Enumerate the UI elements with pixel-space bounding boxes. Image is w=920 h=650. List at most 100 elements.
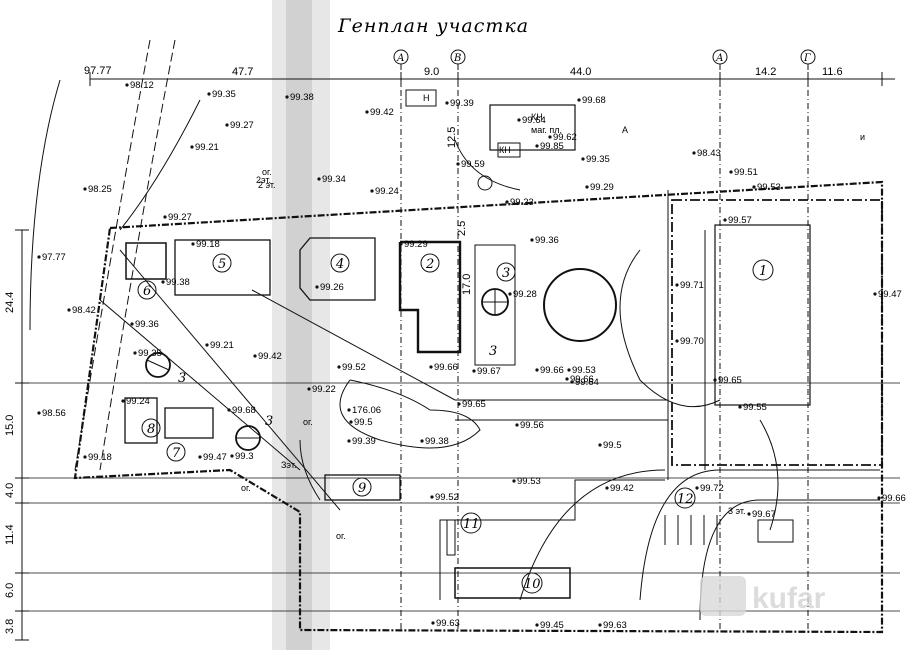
elevation-dot xyxy=(517,118,521,122)
map-label: 2 эт. xyxy=(258,180,276,190)
elevation-dot xyxy=(125,83,129,87)
axis-label-v: В xyxy=(453,53,461,64)
building-number-4: 4 xyxy=(335,257,344,272)
elevation-mark: 99.63 xyxy=(603,620,627,631)
elevation-dot xyxy=(675,339,679,343)
elevation-dot xyxy=(747,512,751,516)
elevation-mark: 99.68 xyxy=(582,95,606,106)
building-10 xyxy=(454,567,571,599)
building-number-circle-8 xyxy=(141,418,161,438)
building-number-5: 5 xyxy=(218,257,226,272)
elevation-mark: 99.51 xyxy=(734,167,758,178)
elevation-dot xyxy=(723,218,727,222)
elevation-dot xyxy=(431,621,435,625)
building-9 xyxy=(324,474,401,501)
building-number-7: 7 xyxy=(172,446,181,461)
elevation-dot xyxy=(37,255,41,259)
elevation-mark: 99.35 xyxy=(212,89,236,100)
building-4 xyxy=(299,237,376,301)
elevation-dot xyxy=(337,365,341,369)
elevation-dot xyxy=(512,479,516,483)
axis-label-a2: А xyxy=(715,53,724,64)
dim-left-6: 3.8 xyxy=(4,619,16,634)
elevation-dot xyxy=(692,151,696,155)
north-marker xyxy=(477,175,493,191)
dim-left-4: 11.4 xyxy=(4,524,16,545)
map-label: 2эт. xyxy=(256,175,271,185)
building-6 xyxy=(125,242,167,280)
top-dimension-line xyxy=(89,72,895,86)
axis-label-g: Г xyxy=(803,53,811,64)
building-number-circle-12 xyxy=(674,487,696,509)
parking-12 xyxy=(664,515,794,545)
elevation-mark: 99.59 xyxy=(461,159,485,170)
elevation-mark: 99.67 xyxy=(477,366,501,377)
elevation-mark: 99.35 xyxy=(586,154,610,165)
map-label: Зэт. xyxy=(281,460,296,470)
building-8 xyxy=(124,397,158,444)
elevation-dot xyxy=(695,486,699,490)
elevation-mark: 99.18 xyxy=(196,239,220,250)
elevation-dot xyxy=(230,454,234,458)
contour-lines xyxy=(299,139,779,531)
elevation-dot xyxy=(420,439,424,443)
elevation-dot xyxy=(581,157,585,161)
elevation-dot xyxy=(577,98,581,102)
plan-title: Генплан участка xyxy=(337,15,529,37)
map-label: КН xyxy=(499,145,511,155)
elevation-mark: 99.24 xyxy=(375,186,399,197)
small-dimension: 17.0 xyxy=(461,274,473,295)
elevation-mark: 99.42 xyxy=(610,483,634,494)
scan-fold-shading xyxy=(272,0,330,650)
elevation-dot xyxy=(570,380,574,384)
map-label: КН xyxy=(531,112,543,122)
dim-top-1: 47.7 xyxy=(232,66,253,78)
dim-left-5: 6.0 xyxy=(4,583,16,598)
elevation-dot xyxy=(253,354,257,358)
elevation-dot xyxy=(347,408,351,412)
elevation-mark: 99.53 xyxy=(517,476,541,487)
elevation-mark: 99.45 xyxy=(540,620,564,631)
elevation-dot xyxy=(565,377,569,381)
elevation-dot xyxy=(317,177,321,181)
building-number-3c: 3 xyxy=(265,414,273,429)
building-number-9: 9 xyxy=(358,481,366,496)
building-number-circle-6 xyxy=(137,280,157,300)
elevation-mark: 99.52 xyxy=(342,362,366,373)
plaza-path xyxy=(474,244,516,366)
small-dimension: 2.5 xyxy=(456,221,468,236)
elevation-dot xyxy=(349,420,353,424)
elevation-mark: 176.06 xyxy=(352,405,381,416)
elevation-dot xyxy=(567,368,571,372)
elevation-dot xyxy=(713,378,717,382)
building-1 xyxy=(714,224,811,406)
elevation-dot xyxy=(535,623,539,627)
elevation-dot xyxy=(445,101,449,105)
dim-top-2: 9.0 xyxy=(424,66,439,78)
elevation-mark: 99.64 xyxy=(575,377,599,388)
elevation-dot xyxy=(191,242,195,246)
elevation-dot xyxy=(456,162,460,166)
elevation-dot xyxy=(535,368,539,372)
well-3b xyxy=(145,352,171,378)
elevation-mark: 99.36 xyxy=(535,235,559,246)
building-number-3d: 3 xyxy=(489,344,497,359)
elevation-dot xyxy=(729,170,733,174)
building-7 xyxy=(164,407,214,439)
elevation-dot xyxy=(198,455,202,459)
elevation-dot xyxy=(738,405,742,409)
elevation-dot xyxy=(873,292,877,296)
elevation-dot xyxy=(365,110,369,114)
elevation-mark: 99.27 xyxy=(168,212,192,223)
elevation-dot xyxy=(429,365,433,369)
elevation-mark: 99.42 xyxy=(370,107,394,118)
elevation-dot xyxy=(37,411,41,415)
elevation-dot xyxy=(472,369,476,373)
elevation-dot xyxy=(752,185,756,189)
building-number-10: 10 xyxy=(524,577,541,592)
elevation-mark: 99.71 xyxy=(680,280,704,291)
elevation-mark: 99.5 xyxy=(603,440,622,451)
building-number-2: 2 xyxy=(425,257,434,272)
